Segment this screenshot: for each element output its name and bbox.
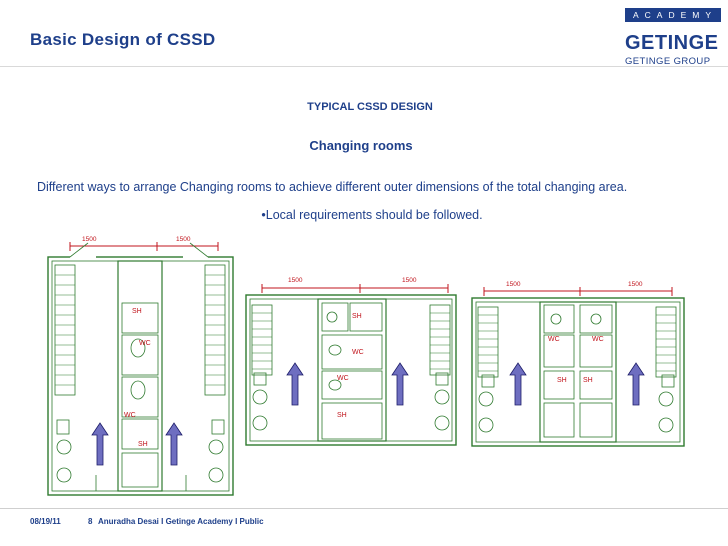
locker-grid-1 — [55, 274, 225, 386]
description-text: Different ways to arrange Changing rooms… — [37, 180, 628, 194]
shower-label-3a: SH — [557, 377, 567, 384]
dimension-label-3a: 1500 — [506, 281, 521, 288]
academy-label: ACADEMY — [625, 8, 721, 22]
footer-date: 08/19/11 — [30, 517, 61, 526]
floor-plan-2 — [245, 284, 457, 446]
wc-label-1a: WC — [139, 340, 151, 347]
section-heading: TYPICAL CSSD DESIGN — [307, 101, 433, 113]
requirement-bullet: •Local requirements should be followed. — [261, 208, 483, 222]
entry-arrow-icon — [91, 422, 109, 466]
dimension-label-1b: 1500 — [176, 236, 191, 243]
entry-arrow-icon — [286, 362, 304, 406]
locker-grid-2 — [252, 312, 450, 370]
dimension-label-2a: 1500 — [288, 277, 303, 284]
locker-grid-3 — [478, 314, 676, 372]
footer-divider — [0, 508, 728, 509]
shower-label-1b: SH — [138, 441, 148, 448]
dimension-label-1a: 1500 — [82, 236, 97, 243]
shower-label-2b: SH — [337, 412, 347, 419]
floor-plan-3 — [471, 287, 685, 447]
getinge-academy-logo: ACADEMY GETINGE GETINGE GROUP — [625, 8, 721, 67]
footer-text: Anuradha Desai I Getinge Academy I Publi… — [98, 517, 264, 526]
entry-arrow-icon — [627, 362, 645, 406]
shower-label-3b: SH — [583, 377, 593, 384]
floor-plans-figure: 1500 1500 SH WC WC SH — [47, 236, 685, 496]
getinge-group-label: GETINGE GROUP — [625, 56, 711, 67]
shower-label-1a: SH — [132, 308, 142, 315]
slide-title: Basic Design of CSSD — [30, 30, 216, 49]
dimension-label-2b: 1500 — [402, 277, 417, 284]
wc-label-2b: WC — [337, 375, 349, 382]
entry-arrow-icon — [391, 362, 409, 406]
header-divider — [0, 66, 728, 67]
shower-label-2a: SH — [352, 313, 362, 320]
entry-arrow-icon — [165, 422, 183, 466]
entry-arrow-icon — [509, 362, 527, 406]
wc-label-3b: WC — [592, 336, 604, 343]
section-subheading: Changing rooms — [309, 138, 413, 153]
wc-label-3a: WC — [548, 336, 560, 343]
footer-page-marker: 8 — [88, 517, 93, 526]
wc-label-1b: WC — [124, 412, 136, 419]
dimension-label-3b: 1500 — [628, 281, 643, 288]
wc-label-2a: WC — [352, 349, 364, 356]
floor-plan-1 — [47, 242, 234, 496]
getinge-wordmark: GETINGE — [625, 32, 719, 54]
